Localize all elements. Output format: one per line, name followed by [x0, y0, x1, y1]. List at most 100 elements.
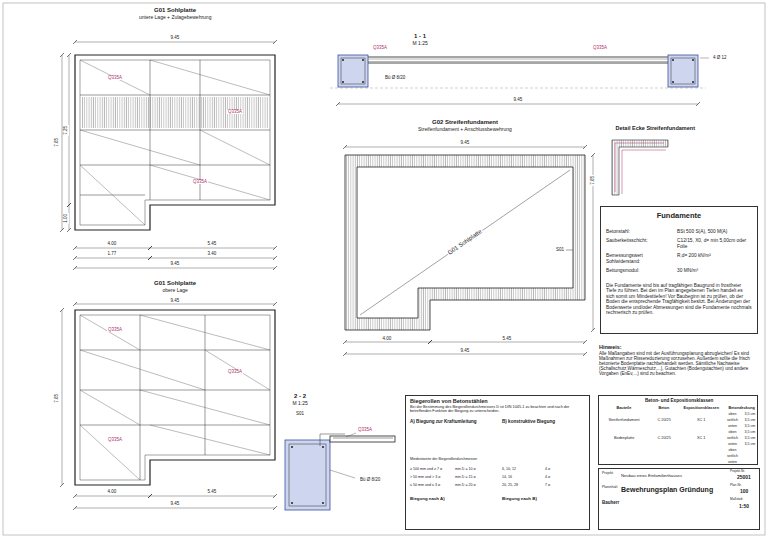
- field-value: C12/15, X0, d= min 5,00cm oder Folie: [677, 238, 752, 249]
- dimension-line: [75, 42, 275, 43]
- dimension-line: [150, 496, 275, 497]
- rebar-note: Bü Ø 8/20: [359, 478, 381, 483]
- dimension-tick: [73, 302, 77, 306]
- dimension-line: [345, 147, 585, 148]
- dimension-tick: [73, 256, 77, 260]
- dimension: 1.00: [63, 213, 68, 224]
- dimension-tick: [428, 340, 432, 344]
- dimension: 4.00: [107, 490, 118, 495]
- view-subtitle: Streifenfundament + Anschlussbewehrung: [417, 127, 513, 133]
- field-label: Sauberkeitsschicht:: [606, 238, 674, 249]
- rebar-callout: Q335A: [227, 110, 243, 115]
- strip-band: [345, 155, 585, 330]
- table-cell: 4 ø: [545, 467, 550, 471]
- note-text: Alle Maßangaben sind mit der Ausführungs…: [598, 351, 758, 376]
- rebar-callout: Q335A: [192, 180, 208, 185]
- table-cell: min D = 10 ø: [455, 467, 476, 471]
- dimension-tick: [148, 494, 152, 498]
- dimension-tick: [148, 246, 152, 250]
- dimension-tick: [148, 246, 152, 250]
- rebar-note: 4 Ø 12: [712, 56, 728, 61]
- dimension: 4.00: [382, 337, 393, 342]
- stirrup: [289, 444, 326, 506]
- dimension-tick: [343, 145, 347, 149]
- dimension: 7.65: [54, 393, 59, 404]
- rebar-dot: [362, 59, 364, 61]
- bending-table: Biegerollen von BetonstählenBei der Best…: [405, 395, 590, 530]
- dimension: 5.45: [207, 490, 218, 495]
- info-box: FundamenteBetonstahl:BSt 500 S(A), 500 M…: [600, 206, 758, 334]
- table-cell: Bei der Bestimmung des Biegerollendurchm…: [410, 405, 588, 414]
- dimension-tick: [273, 40, 277, 44]
- dimension-tick: [273, 246, 277, 250]
- table-cell: 7 ø: [545, 483, 550, 487]
- table-cell: seitlich: [727, 436, 738, 440]
- dimension-tick: [67, 203, 71, 207]
- table-cell: Maßstab: [730, 498, 742, 502]
- rebar-callout: Q335A: [107, 76, 123, 81]
- dimension-tick: [591, 153, 595, 157]
- dimension-line: [75, 508, 275, 509]
- dimension-tick: [273, 266, 277, 270]
- table-cell: Beton: [659, 406, 670, 410]
- title-block: ProjektNeubau eines EinfamilienhausesPla…: [598, 468, 760, 530]
- rebar-dot: [692, 59, 694, 61]
- view-title: G01 Sohlplatte: [153, 7, 197, 14]
- dimension: 7.65: [590, 175, 595, 186]
- table-cell: 3,5 cm: [745, 436, 756, 440]
- dimension-tick: [60, 308, 64, 312]
- leader-line: [700, 58, 709, 59]
- rebar-dot: [322, 446, 324, 448]
- view-title: G02 Streifenfundament: [431, 119, 499, 126]
- table-heading: Projekt: [602, 471, 613, 475]
- dimension: 9.45: [170, 299, 181, 304]
- sheet-frame: [3, 3, 765, 535]
- dimension: 4.00: [107, 242, 118, 247]
- slab-outline: [75, 55, 275, 230]
- table-cell: Neubau eines Einfamilienhauses: [621, 474, 682, 479]
- table-cell: oben: [729, 412, 737, 416]
- mat-grid: [80, 60, 270, 200]
- dimension: 1.77: [107, 252, 118, 257]
- dimension: 9.45: [170, 36, 181, 41]
- rebar-dot: [692, 81, 694, 83]
- dimension-tick: [583, 145, 587, 149]
- rebar-dots: [342, 59, 694, 83]
- section-mark: S01: [555, 248, 565, 253]
- table-cell: unten: [728, 460, 737, 464]
- slab-plan-upper: [75, 310, 275, 485]
- dimension-line: [75, 304, 275, 305]
- table-cell: ≥ 100 mm und ≥ 7 ø: [410, 467, 442, 471]
- table-heading: Beton- und Expositionsklassen: [645, 398, 713, 403]
- table-cell: Streifenfundament: [609, 418, 640, 422]
- dimension-line: [345, 354, 585, 355]
- mat-diagonal: [80, 60, 270, 225]
- table-cell: A) Biegung zur Kraftumleitung: [410, 419, 477, 424]
- ground-line: [330, 88, 706, 89]
- dimension-line: [75, 268, 275, 269]
- table-cell: min D = 15 ø: [455, 475, 476, 479]
- table-cell: 14, 16: [502, 475, 512, 479]
- table-cell: 4 ø: [545, 475, 550, 479]
- table-cell: Plan-Nr.: [730, 484, 742, 488]
- scale-note: M 1:25: [412, 41, 429, 47]
- note-heading: Hinweis:: [598, 344, 623, 350]
- dimension-tick: [583, 340, 587, 344]
- dimension: 5.45: [207, 242, 218, 247]
- dimension-line: [62, 55, 63, 230]
- table-cell: Bodenplatte: [614, 436, 634, 440]
- slab-plan-lower: [75, 55, 275, 230]
- table-cell: unten: [728, 424, 737, 428]
- table-heading: Biegerollen von Betonstählen: [410, 398, 488, 404]
- table-cell: Bewehrungsplan Gründung: [621, 486, 713, 494]
- view-subtitle: untere Lage + Zulagebewehrung: [138, 15, 212, 21]
- dimension-tick: [67, 53, 71, 57]
- field-label: Bemessungswert Sohlwiderstand:: [606, 253, 674, 264]
- dimension-tick: [60, 53, 64, 57]
- rebar-hatch: [82, 97, 268, 128]
- dimension: 7.65: [54, 137, 59, 148]
- detail-rebar: [615, 143, 666, 194]
- dimension-tick: [343, 352, 347, 356]
- table-cell: 6, 10, 12: [502, 467, 516, 471]
- dimension-tick: [73, 506, 77, 510]
